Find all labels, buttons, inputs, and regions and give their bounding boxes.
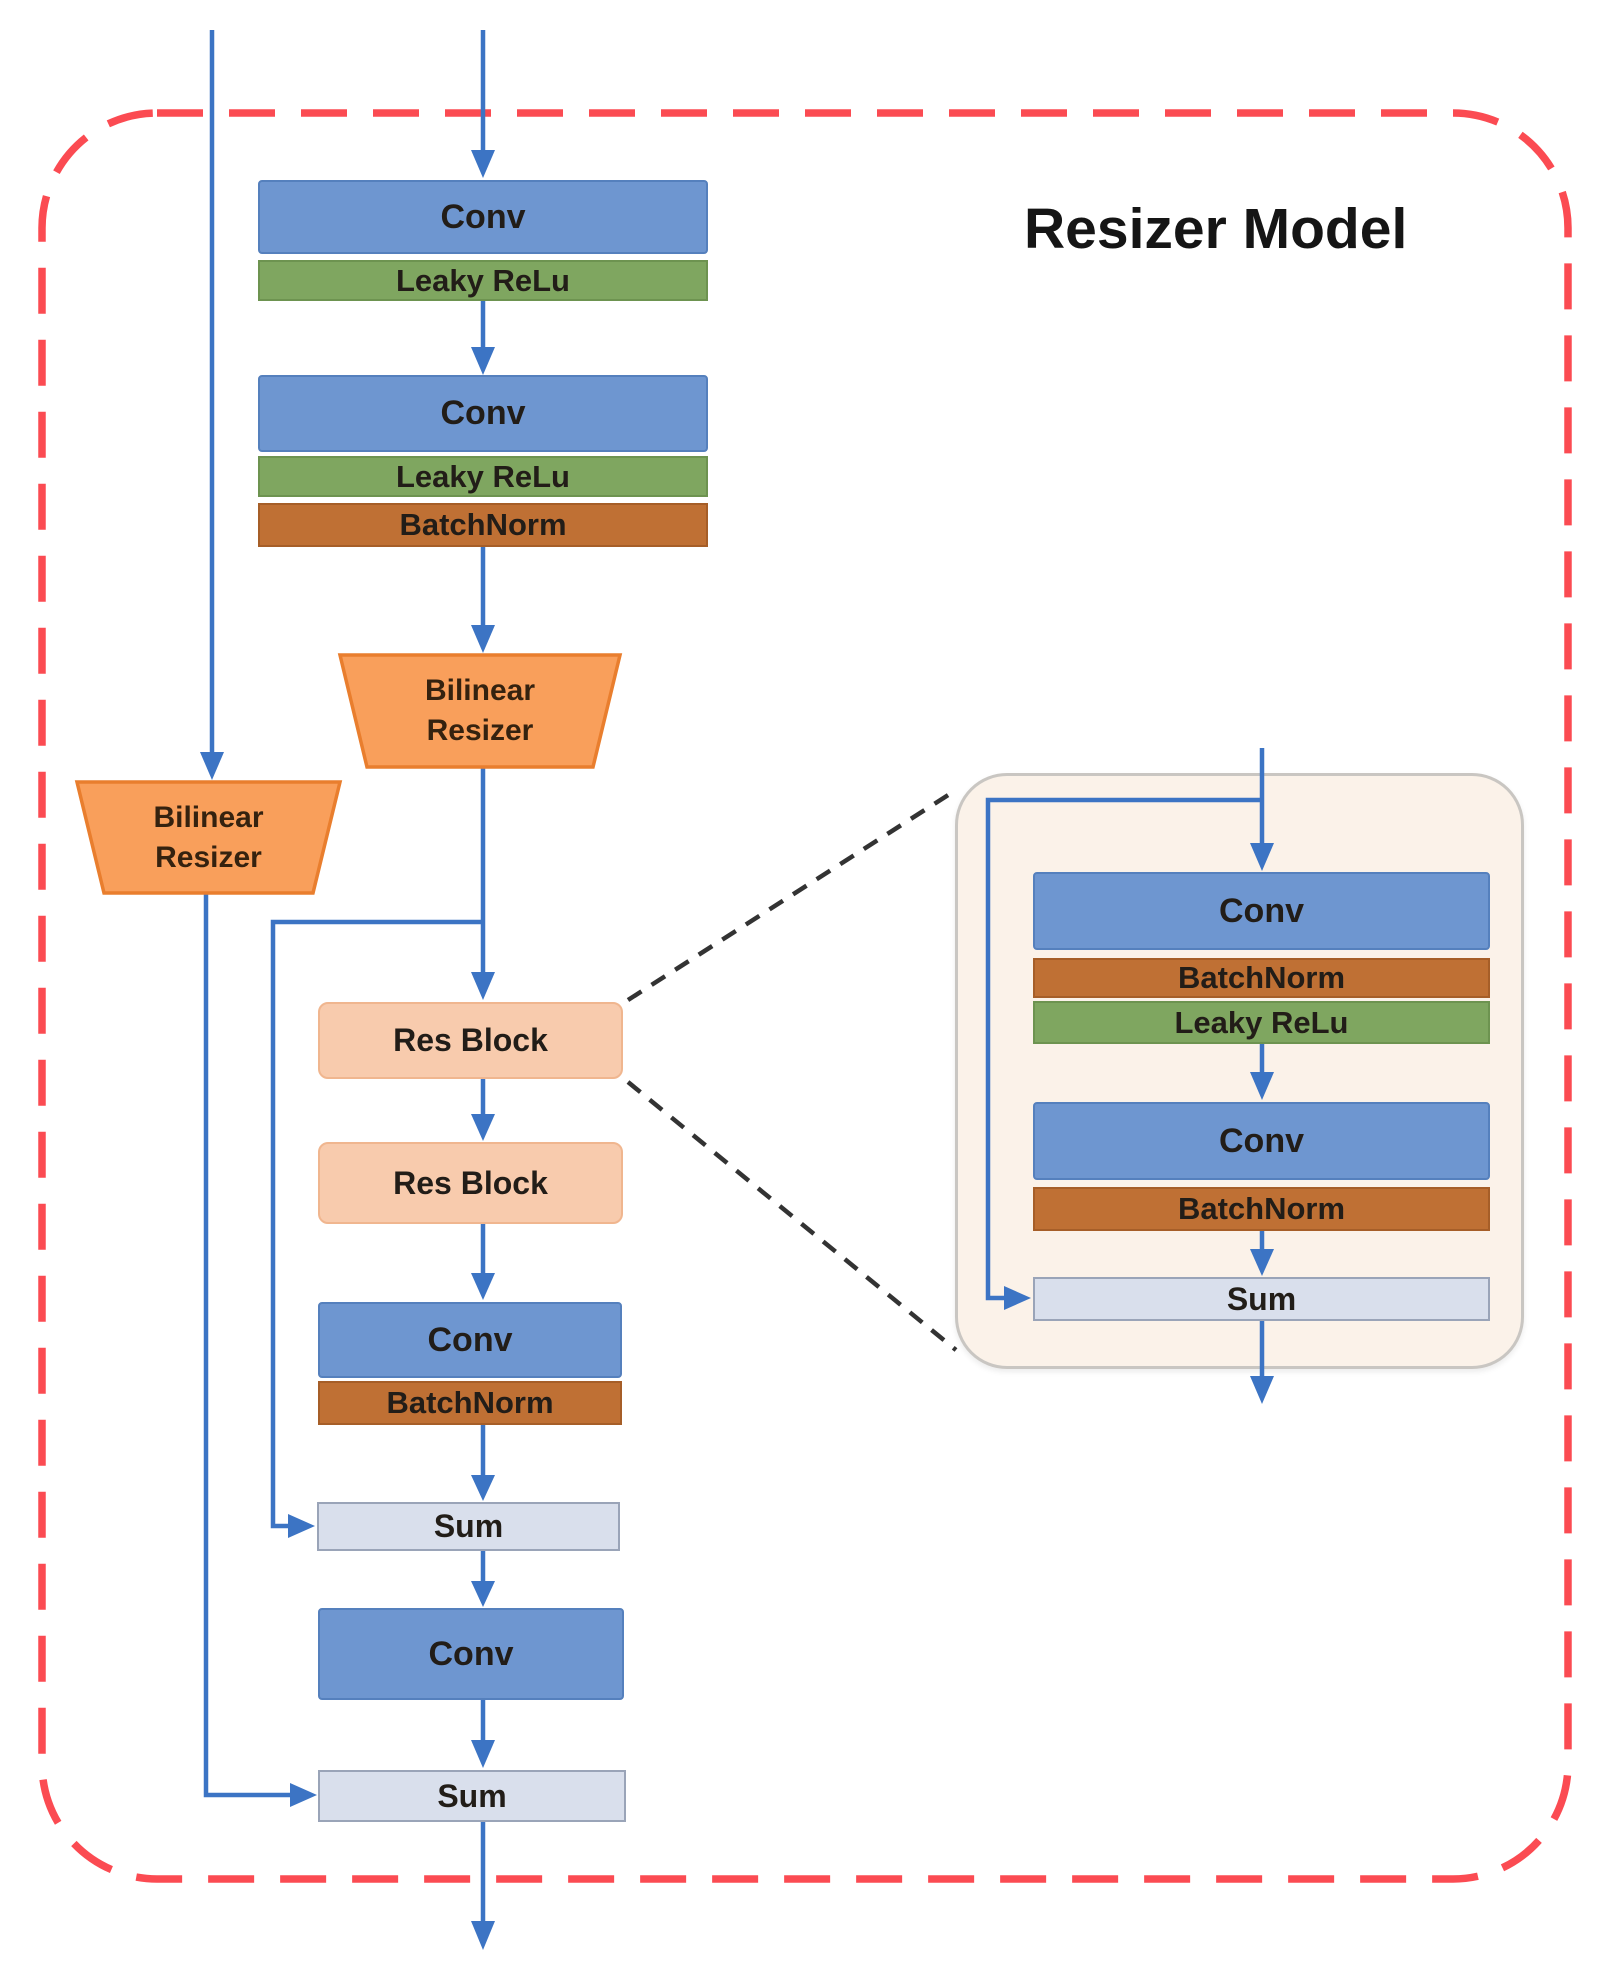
detail-leaky-relu-block: Leaky ReLu — [1033, 1001, 1490, 1044]
bilinear-resizer-shapes — [74, 653, 623, 895]
res-block-2: Res Block — [318, 1142, 623, 1224]
conv-block-3: Conv — [318, 1302, 622, 1378]
bilinear-resizer-main-shape — [337, 653, 623, 769]
flow-lines — [203, 30, 1265, 1923]
detail-batch-norm-block-2: BatchNorm — [1033, 1187, 1490, 1231]
conv-block-2: Conv — [258, 375, 708, 452]
conv-block-4: Conv — [318, 1608, 624, 1700]
sum-block-1: Sum — [317, 1502, 620, 1551]
page-title: Resizer Model — [1024, 197, 1408, 261]
batch-norm-block-1: BatchNorm — [258, 503, 708, 547]
detail-sum-block: Sum — [1033, 1277, 1490, 1321]
leaky-relu-block-1: Leaky ReLu — [258, 260, 708, 301]
batch-norm-block-2: BatchNorm — [318, 1381, 622, 1425]
zoom-connector-dashes — [626, 788, 958, 1352]
model-boundary-dashed-border — [38, 109, 1572, 1883]
bilinear-resizer-main-label: Bilinear Resizer — [424, 673, 536, 748]
arrowheads — [200, 150, 1274, 1950]
sum-block-2: Sum — [318, 1770, 626, 1822]
bilinear-resizer-skip-shape — [74, 780, 343, 895]
res-block-1: Res Block — [318, 1002, 623, 1079]
detail-conv-block-1: Conv — [1033, 872, 1490, 950]
detail-batch-norm-block-1: BatchNorm — [1033, 958, 1490, 998]
leaky-relu-block-2: Leaky ReLu — [258, 456, 708, 497]
conv-block-1: Conv — [258, 180, 708, 254]
detail-conv-block-2: Conv — [1033, 1102, 1490, 1180]
bilinear-resizer-skip-label: Bilinear Resizer — [153, 800, 264, 875]
